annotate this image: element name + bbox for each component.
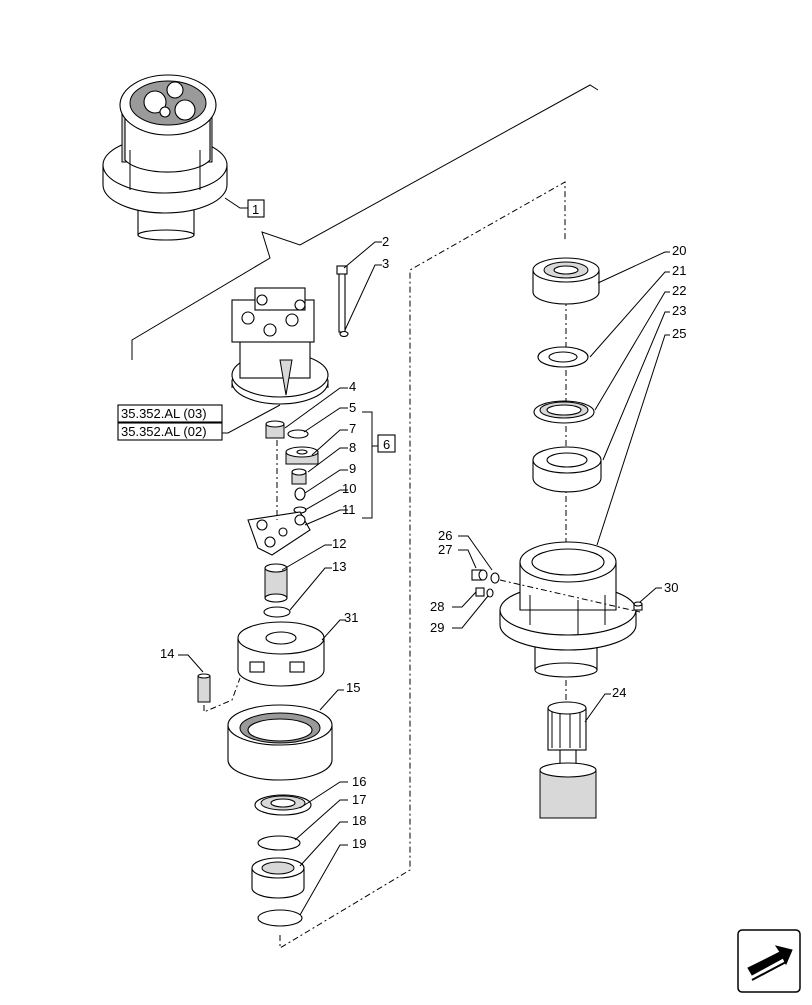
- gear-8: [291, 468, 307, 485]
- callout-18[interactable]: 18: [352, 813, 366, 828]
- shaft-24: [539, 701, 597, 819]
- ring-19: [257, 909, 303, 927]
- callout-29[interactable]: 29: [430, 620, 444, 635]
- callout-23[interactable]: 23: [672, 303, 686, 318]
- ref-box-03[interactable]: [117, 404, 223, 423]
- ring-9: [294, 487, 306, 501]
- label-box-1: [247, 199, 265, 218]
- breakaway-line: [131, 84, 599, 360]
- seal-22: [533, 400, 595, 424]
- callout-14[interactable]: 14: [160, 646, 174, 661]
- ring-21: [537, 346, 589, 368]
- pin-14: [197, 673, 211, 703]
- callout-8[interactable]: 8: [349, 440, 356, 455]
- carrier-31: [237, 621, 325, 687]
- callout-2[interactable]: 2: [382, 234, 389, 249]
- callout-24[interactable]: 24: [612, 685, 626, 700]
- label-6: 6: [383, 437, 390, 452]
- bearing-23: [532, 446, 602, 493]
- ring-5: [287, 429, 309, 439]
- callout-16[interactable]: 16: [352, 774, 366, 789]
- callout-11[interactable]: 11: [342, 502, 356, 517]
- bolt-part: [336, 265, 349, 338]
- callout-27[interactable]: 27: [438, 542, 452, 557]
- swing-motor: [231, 287, 329, 405]
- pinion-12: [264, 563, 288, 603]
- routing-dashline: [279, 181, 566, 949]
- next-page-arrow-icon[interactable]: [737, 929, 801, 993]
- callout-15[interactable]: 15: [346, 680, 360, 695]
- gear-4: [265, 420, 285, 439]
- callout-30[interactable]: 30: [664, 580, 678, 595]
- callout-7[interactable]: 7: [349, 421, 356, 436]
- fitting-27: [471, 569, 488, 581]
- callout-22[interactable]: 22: [672, 283, 686, 298]
- callout-21[interactable]: 21: [672, 263, 686, 278]
- label-1: 1: [252, 202, 259, 217]
- housing-25: [499, 541, 637, 678]
- bearing-18: [251, 857, 305, 899]
- swing-reducer-assembly-thumbnail: [102, 74, 228, 241]
- callout-4[interactable]: 4: [349, 379, 356, 394]
- bearing-16: [254, 794, 312, 816]
- bearing-20: [532, 257, 600, 305]
- callout-12[interactable]: 12: [332, 536, 346, 551]
- ring-13: [263, 606, 291, 618]
- plug-30: [633, 601, 643, 611]
- carrier-11: [247, 511, 311, 556]
- callout-26[interactable]: 26: [438, 528, 452, 543]
- callout-25[interactable]: 25: [672, 326, 686, 341]
- label-box-6: [377, 434, 396, 453]
- callout-28[interactable]: 28: [430, 599, 444, 614]
- fitting-28: [475, 587, 485, 597]
- gear-7: [285, 446, 319, 465]
- callout-31[interactable]: 31: [344, 610, 358, 625]
- callout-19[interactable]: 19: [352, 836, 366, 851]
- callout-3[interactable]: 3: [382, 256, 389, 271]
- callout-5[interactable]: 5: [349, 400, 356, 415]
- callout-20[interactable]: 20: [672, 243, 686, 258]
- callout-17[interactable]: 17: [352, 792, 366, 807]
- callout-13[interactable]: 13: [332, 559, 346, 574]
- ref-02[interactable]: 35.352.AL (02): [121, 424, 207, 439]
- ring-gear-15: [227, 704, 333, 781]
- callout-9[interactable]: 9: [349, 461, 356, 476]
- ring-26: [490, 572, 500, 584]
- ring-29: [486, 588, 494, 598]
- ref-box-02[interactable]: [117, 422, 223, 441]
- bracket-6: [362, 411, 378, 519]
- callout-10[interactable]: 10: [342, 481, 356, 496]
- ring-17: [257, 835, 301, 851]
- ref-03[interactable]: 35.352.AL (03): [121, 406, 207, 421]
